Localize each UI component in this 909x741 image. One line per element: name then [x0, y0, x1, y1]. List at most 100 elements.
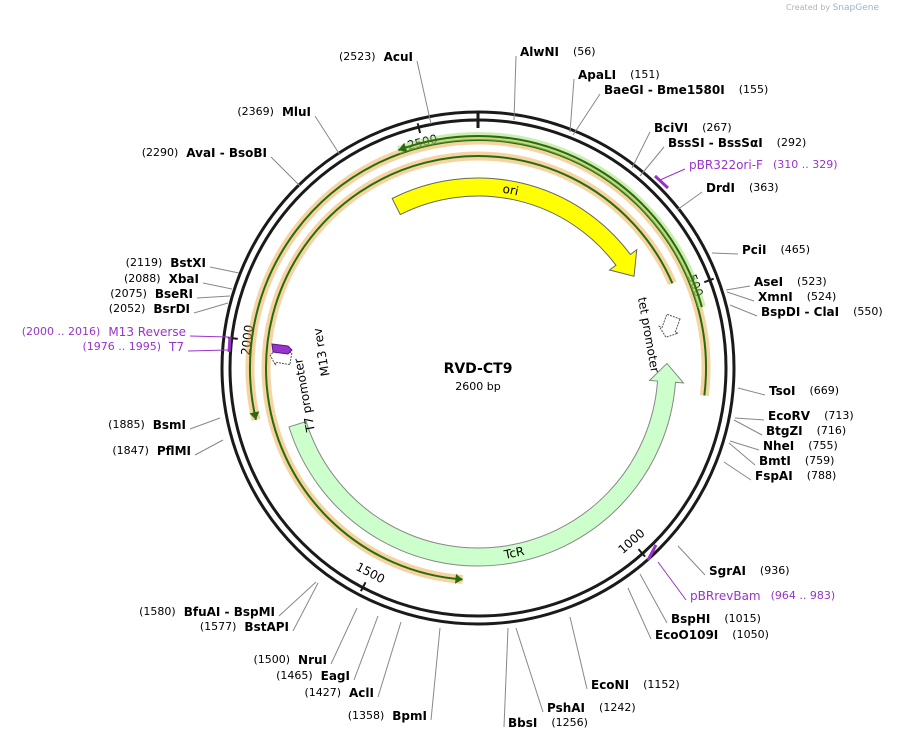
site-leader-econi [569, 616, 588, 690]
site-name-bsmi: BsmI [153, 418, 186, 432]
site-pos-ecorv: (713) [824, 409, 854, 422]
site-pos-pbr322ori-f: (310 .. 329) [773, 158, 838, 171]
site-pos-m13-reverse: (2000 .. 2016) [22, 325, 101, 338]
site-label-pshai: PshAI(1242) [547, 701, 636, 715]
site-name-xbai: XbaI [169, 272, 199, 286]
site-name-ecorv: EcoRV [768, 409, 811, 423]
site-name-mlui: MluI [282, 105, 311, 119]
site-label-alwni: AlwNI(56) [520, 45, 596, 59]
site-label-apali: ApaLI(151) [578, 68, 660, 82]
site-name-sgrai: SgrAI [709, 564, 746, 578]
site-name-baegi-bme1580i: BaeGI - Bme1580I [604, 83, 725, 97]
site-leader-pshai [515, 627, 544, 713]
site-pos-asei: (523) [797, 275, 827, 288]
feature-m13-rev-label: M13 rev [310, 327, 332, 377]
restriction-sites: AlwNI(56) ApaLI(151)BaeGI - Bme1580I(155)… [22, 45, 883, 730]
site-leader-acui [416, 60, 432, 125]
site-pos-bstxi: (2119) [126, 256, 163, 269]
site-name-drdi: DrdI [706, 181, 735, 195]
site-leader-alwni [513, 55, 517, 121]
site-label-pflmi: (1847)PflMI [112, 444, 191, 458]
site-leader-ecoo109i [627, 587, 652, 640]
site-pos-t7: (1976 .. 1995) [82, 340, 161, 353]
site-leader-pbrrevbam [657, 561, 687, 601]
site-pos-btgzi: (716) [817, 424, 847, 437]
orf-2 [265, 155, 674, 581]
site-label-ecoo109i: EcoO109I(1050) [655, 628, 769, 642]
site-leader-eagi [353, 615, 379, 681]
site-leader-btgzi [733, 419, 763, 436]
site-leader-nrui [330, 607, 358, 665]
site-label-acui: (2523)AcuI [339, 50, 413, 64]
site-name-asei: AseI [754, 275, 783, 289]
site-leader-bfuai-bspmi [278, 581, 317, 617]
site-pos-alwni: (56) [573, 45, 596, 58]
site-label-bbsi: BbsI(1256) [508, 716, 588, 730]
site-name-xmni: XmnI [758, 290, 793, 304]
site-name-fspai: FspAI [755, 469, 793, 483]
site-leader-acli [377, 621, 402, 698]
primer-mark-t7 [227, 336, 232, 353]
site-label-nrui: (1500)NruI [253, 653, 327, 667]
site-label-sgrai: SgrAI (936) [709, 564, 790, 578]
site-name-ecoo109i: EcoO109I [655, 628, 718, 642]
site-leader-baegi-bme1580i [572, 93, 601, 136]
site-label-bsrdi: (2052)BsrDI [109, 302, 190, 316]
site-pos-bbsi: (1256) [551, 716, 588, 729]
site-name-acui: AcuI [384, 50, 413, 64]
site-pos-bseri: (2075) [110, 287, 147, 300]
site-pos-mlui: (2369) [237, 105, 274, 118]
site-name-pflmi: PflMI [157, 444, 191, 458]
site-label-drdi: DrdI(363) [706, 181, 779, 195]
site-label-baegi-bme1580i: BaeGI - Bme1580I(155) [604, 83, 768, 97]
site-name-m13-reverse: M13 Reverse [108, 325, 186, 339]
tick-label-1500: 1500 [354, 560, 388, 587]
site-pos-sgrai: (936) [760, 564, 790, 577]
site-name-eagi: EagI [321, 669, 350, 683]
site-name-econi: EcoNI [591, 678, 629, 692]
site-name-bseri: BseRI [155, 287, 193, 301]
site-leader-pcii [711, 252, 739, 255]
site-name-bfuai-bspmi: BfuAI - BspMI [184, 605, 275, 619]
tick-1000 [637, 548, 646, 558]
feature-tcr [288, 362, 685, 567]
site-pos-bcivi: (267) [702, 121, 732, 134]
site-pos-acli: (1427) [304, 686, 341, 699]
site-name-t7: T7 [168, 340, 184, 354]
feature-t7-promoter-label: T7 promoter [291, 357, 318, 434]
site-pos-nhei: (755) [808, 439, 838, 452]
site-label-xbai: (2088)XbaI [124, 272, 199, 286]
site-name-acli: AclI [349, 686, 374, 700]
site-name-pbrrevbam: pBRrevBam [690, 589, 761, 603]
site-label-fspai: FspAI(788) [755, 469, 836, 483]
feature-ori [391, 177, 638, 277]
site-leader-asei [725, 285, 751, 291]
plasmid-name: RVD-CT9 [444, 361, 513, 377]
primer-mark-pbrrevbam [646, 544, 658, 561]
site-pos-nrui: (1500) [253, 653, 290, 666]
site-name-apali: ApaLI [578, 68, 616, 82]
site-pos-bstapi: (1577) [200, 620, 237, 633]
site-leader-bpmi [430, 627, 441, 721]
m13-rev-arrow [271, 343, 293, 355]
feature-tet-promoter-label: tet promoter [635, 296, 662, 374]
site-name-pbr322ori-f: pBR322ori-F [689, 158, 763, 172]
site-leader-ecorv [734, 417, 765, 421]
site-pos-pshai: (1242) [599, 701, 636, 714]
site-name-nhei: NheI [763, 439, 794, 453]
site-leader-drdi [676, 191, 703, 211]
site-label-pbrrevbam: pBRrevBam (964 .. 983) [690, 589, 835, 603]
site-leader-bstxi [209, 266, 240, 274]
snapgene-logo: SnapGene [832, 3, 879, 13]
site-pos-pbrrevbam: (964 .. 983) [771, 589, 836, 602]
site-leader-bbsi [503, 627, 509, 728]
site-name-bspdi-clai: BspDI - ClaI [761, 305, 839, 319]
feature-tcr-label: TcR [502, 544, 526, 562]
site-leader-avai-bsobi [270, 156, 301, 187]
site-pos-bsssi-bsss-i: (292) [777, 136, 807, 149]
site-label-asei: AseI (523) [754, 275, 827, 289]
site-leader-pflmi [194, 439, 224, 456]
site-leader-apali [569, 78, 575, 133]
site-name-bsrdi: BsrDI [153, 302, 190, 316]
